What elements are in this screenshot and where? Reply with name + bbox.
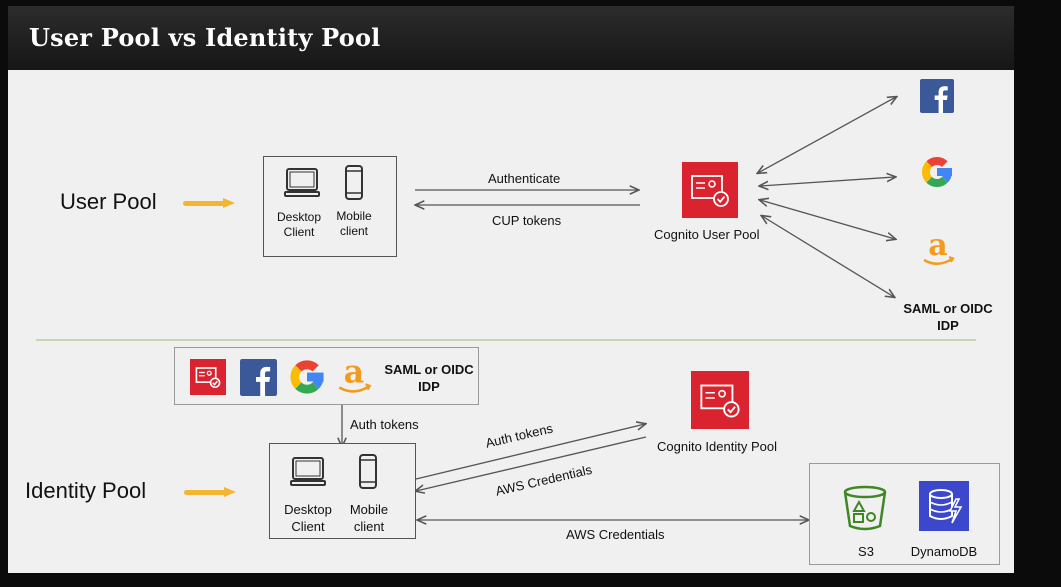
google-link-arrow: [760, 177, 895, 186]
amazon-icon: a: [923, 228, 955, 265]
title-bar: User Pool vs Identity Pool: [8, 6, 1014, 70]
mobile-icon: [345, 165, 363, 200]
desktop-icon: [290, 457, 326, 486]
cognito-user-pool-label: Cognito User Pool: [654, 227, 760, 242]
aws-credentials-label: AWS Credentials: [566, 527, 665, 542]
desktop-client-label: Desktop Client: [276, 210, 322, 239]
s3-label: S3: [858, 544, 874, 559]
user-pool-pointer-arrow: [183, 198, 235, 208]
desktop-client-label: Desktop Client: [284, 502, 332, 534]
google-icon: [921, 156, 953, 188]
facebook-small-icon: [240, 359, 277, 396]
google-small-icon: [290, 360, 324, 394]
identity-pool-client-box: Desktop Client Mobile client: [269, 443, 416, 539]
facebook-icon: [920, 79, 954, 113]
user-pool-client-box: Desktop Client Mobile client: [263, 156, 397, 257]
facebook-link-arrow: [758, 97, 896, 173]
auth-tokens-arrow: [415, 424, 645, 480]
auth-tokens-down-label: Auth tokens: [350, 417, 419, 432]
identity-pool-pointer-arrow: [184, 487, 236, 497]
cup-tokens-label: CUP tokens: [492, 213, 562, 228]
desktop-icon: [284, 168, 320, 197]
identity-providers-idp-label: SAML or OIDC IDP: [384, 362, 474, 394]
authenticate-label: Authenticate: [488, 171, 561, 186]
cognito-user-pool-icon: [682, 162, 738, 218]
amazon-small-icon: a: [338, 353, 372, 393]
svg-text:a: a: [928, 228, 947, 263]
identity-providers-box: a SAML or OIDC IDP: [174, 347, 479, 405]
svg-text:a: a: [344, 353, 364, 390]
aws-credentials-diag-arrow: [416, 436, 647, 491]
cognito-identity-pool-icon: [691, 371, 749, 429]
aws-services-box: S3 DynamoDB: [809, 463, 1000, 565]
user-pool-idp-label: SAML or OIDC IDP: [903, 301, 993, 333]
cognito-identity-pool-label: Cognito Identity Pool: [657, 439, 777, 454]
saml-link-arrow: [762, 216, 894, 297]
mobile-client-label: Mobile client: [349, 502, 389, 534]
cognito-small-icon: [190, 359, 226, 395]
user-pool-arrows: [36, 6, 976, 573]
page-title: User Pool vs Identity Pool: [29, 23, 381, 52]
s3-bucket-icon: [843, 485, 887, 531]
identity-pool-section-label: Identity Pool: [25, 478, 147, 503]
mobile-client-label: Mobile client: [336, 209, 372, 238]
mobile-icon: [359, 454, 377, 489]
dynamodb-icon: [919, 481, 969, 531]
dynamodb-label: DynamoDB: [910, 544, 978, 559]
slide: User Pool vs Identity Pool User Pool Des…: [8, 6, 1014, 573]
user-pool-section-label: User Pool: [60, 189, 157, 214]
amazon-link-arrow: [760, 200, 895, 239]
